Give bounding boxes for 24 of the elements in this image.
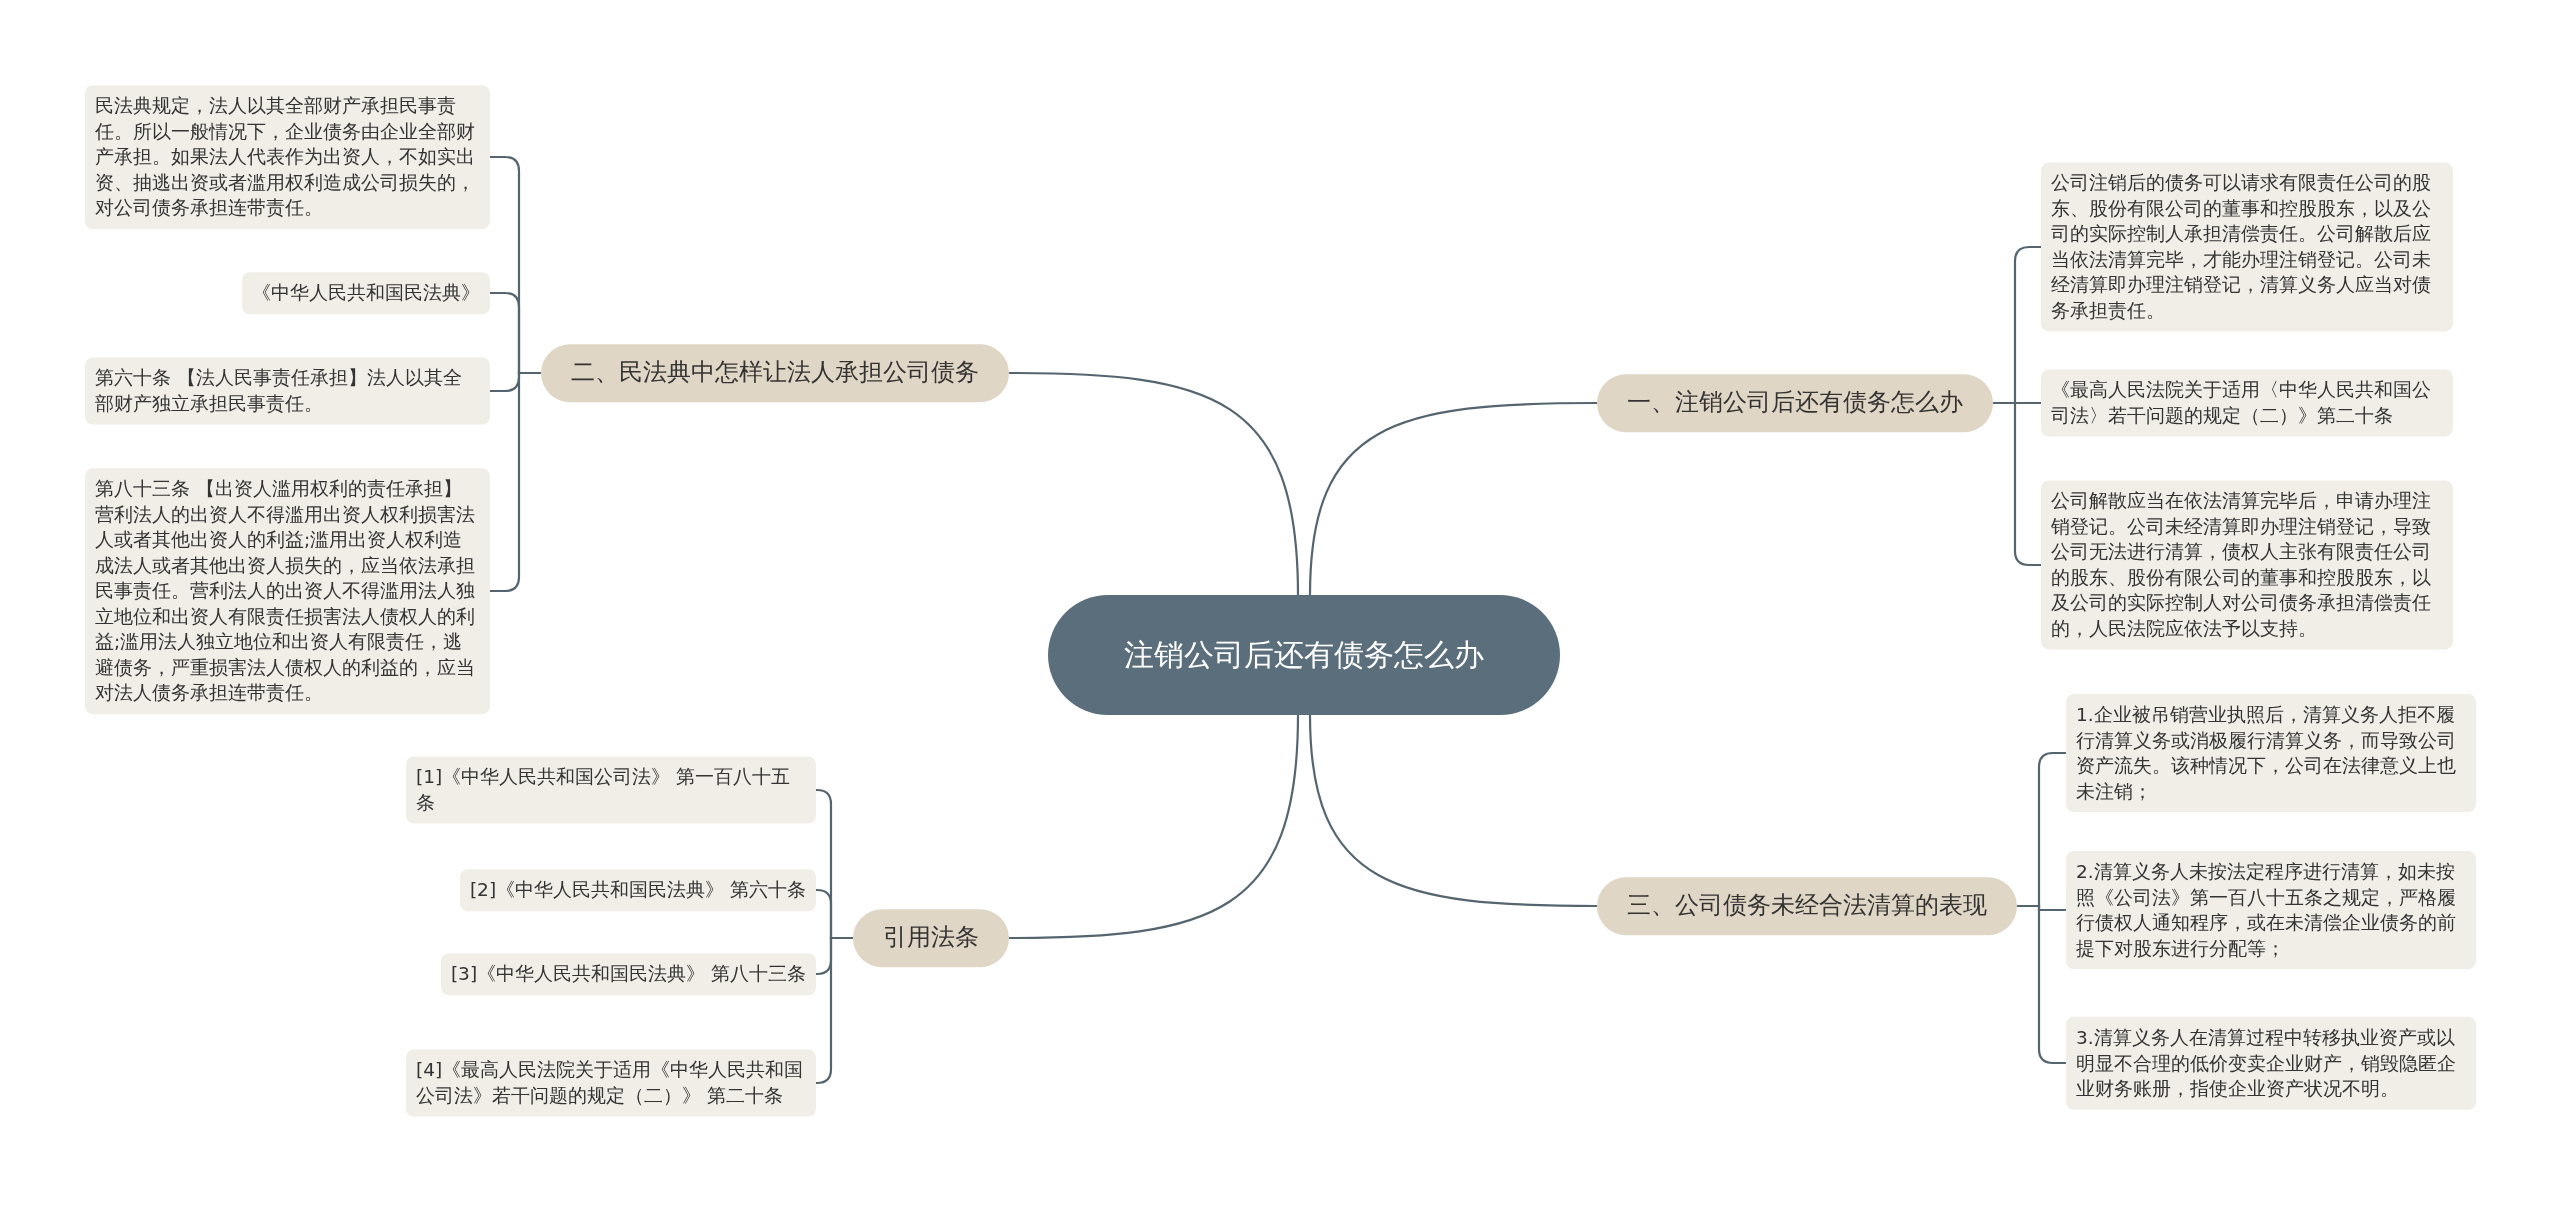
- leaf-note: 3.清算义务人在清算过程中转移执业资产或以明显不合理的低价变卖企业财产，销毁隐匿企业财务账册，指使企业资产状况不明。: [2066, 1016, 2476, 1110]
- leaf-note: 《中华人民共和国民法典》: [242, 272, 490, 314]
- connector-line: [815, 936, 853, 1085]
- connector-line: [1308, 401, 1597, 596]
- branch-topic: 三、公司债务未经合法清算的表现: [1597, 877, 2017, 935]
- leaf-note: [1]《中华人民共和国公司法》 第一百八十五条: [406, 756, 816, 824]
- leaf-note: 2.清算义务人未按法定程序进行清算，如未按照《公司法》第一百八十五条之规定，严格履行债权人通知程序，或在未清偿企业债务的前提下对股东进行分配等；: [2066, 850, 2476, 970]
- leaf-note: 公司解散应当在依法清算完毕后，申请办理注销登记。公司未经清算即办理注销登记，导致公司无法进行清算，债权人主张有限责任公司的股东、股份有限公司的董事和控股股东，以及公司的实际控制人对公司债务承担清偿责任的，人民法院应依法予以支持。: [2041, 480, 2453, 650]
- connector-line: [1308, 714, 1597, 908]
- leaf-note: [2]《中华人民共和国民法典》 第六十条: [459, 869, 816, 911]
- branch-topic: 引用法条: [853, 909, 1009, 967]
- connector-line: [1009, 714, 1300, 940]
- leaf-note: 第八十三条 【出资人滥用权利的责任承担】营利法人的出资人不得滥用出资人权利损害法人或者其他出资人的利益;滥用出资人权利造成法人或者其他出资人损失的，应当依法承担民事责任。营利法人的出资人不得滥用法人独立地位和出资人有限责任损害法人债权人的利益;滥用法人独立地位和出资人有限责任，逃避债务，严重损害法人债权人的利益的，应当对法人债务承担连带责任。: [85, 468, 490, 714]
- leaf-note: [3]《中华人民共和国民法典》 第八十三条: [440, 953, 816, 995]
- leaf-note: 《最高人民法院关于适用〈中华人民共和国公司法〉若干问题的规定（二）》第二十条: [2041, 369, 2453, 437]
- leaf-note: 1.企业被吊销营业执照后，清算义务人拒不履行清算义务或消极履行清算义务，而导致公司资产流失。该种情况下，公司在法律意义上也未注销；: [2066, 693, 2476, 813]
- leaf-note: 第六十条 【法人民事责任承担】法人以其全部财产独立承担民事责任。: [85, 357, 490, 425]
- leaf-note: [4]《最高人民法院关于适用《中华人民共和国公司法》若干问题的规定（二）》 第二十条: [406, 1049, 816, 1117]
- central-topic: 注销公司后还有债务怎么办: [1048, 595, 1560, 715]
- branch-topic: 一、注销公司后还有债务怎么办: [1597, 374, 1993, 432]
- leaf-note: 公司注销后的债务可以请求有限责任公司的股东、股份有限公司的董事和控股股东，以及公司的实际控制人承担清偿责任。公司解散后应当依法清算完毕，才能办理注销登记。公司未经清算即办理注销登记，清算义务人应当对债务承担责任。: [2041, 162, 2453, 332]
- branch-topic: 二、民法典中怎样让法人承担公司债务: [541, 344, 1009, 402]
- connector-line: [1009, 371, 1300, 596]
- leaf-note: 民法典规定，法人以其全部财产承担民事责任。所以一般情况下，企业债务由企业全部财产承担。如果法人代表作为出资人，不如实出资、抽逃出资或者滥用权利造成公司损失的，对公司债务承担连带责任。: [85, 85, 490, 229]
